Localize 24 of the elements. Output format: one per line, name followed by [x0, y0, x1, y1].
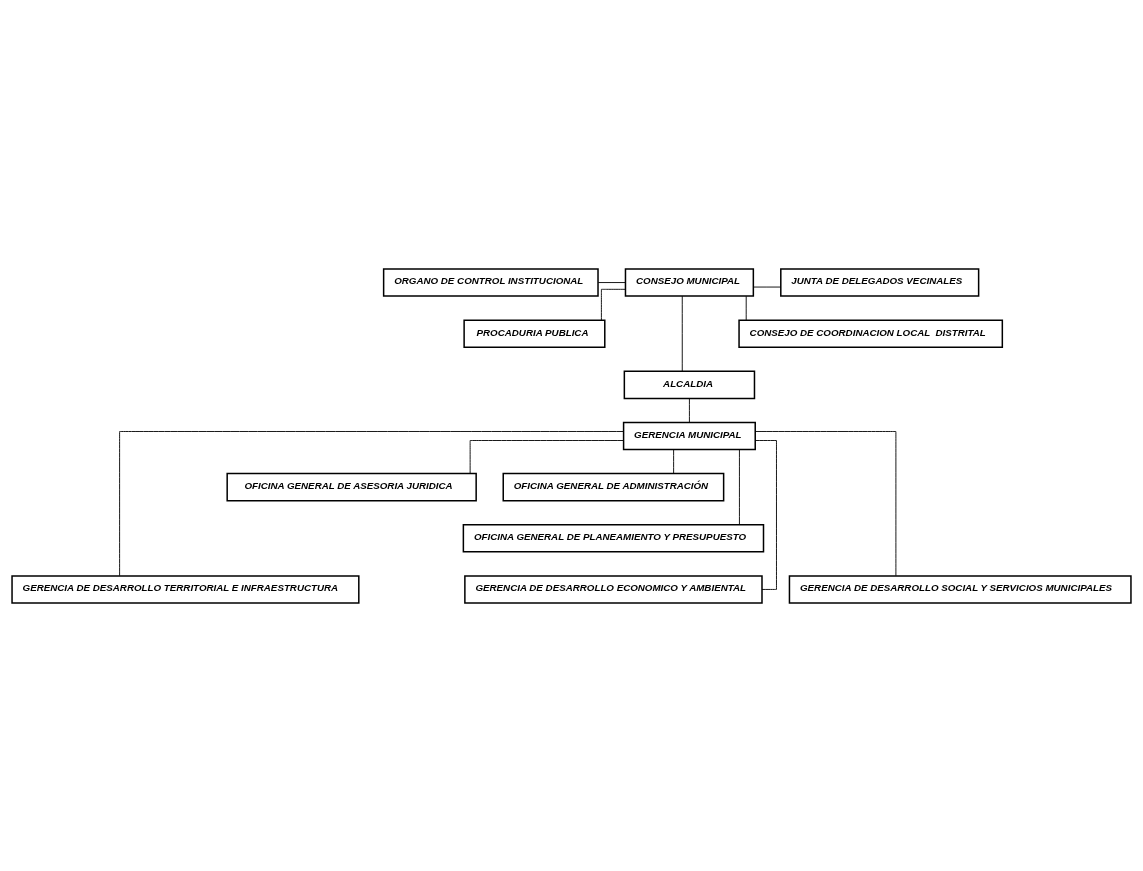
- connector: [119, 430, 624, 576]
- connector: [738, 448, 740, 525]
- connector: [673, 448, 675, 474]
- node-box: GERENCIA DE DESARROLLO TERRITORIAL E INFRAESTRUCTURA: [11, 574, 360, 604]
- node-box: ORGANO DE CONTROL INSTITUCIONAL: [382, 267, 599, 297]
- connector: [745, 295, 747, 320]
- node-box: OFICINA GENERAL DE PLANEAMIENTO Y PRESUPUESTO: [462, 523, 765, 553]
- connector: [688, 397, 690, 423]
- connector: [600, 288, 626, 321]
- node-box: CONSEJO MUNICIPAL: [624, 267, 755, 297]
- connector: [597, 281, 626, 283]
- node-box: JUNTA DE DELEGADOS VECINALES: [780, 267, 980, 297]
- node-box: ALCALDIA: [623, 370, 756, 399]
- node-box: PROCADURIA PUBLICA: [463, 318, 606, 348]
- connector: [469, 439, 624, 474]
- node-box: GERENCIA DE DESARROLLO ECONOMICO Y AMBIENTAL: [464, 574, 763, 604]
- connector: [753, 286, 782, 287]
- node-box: OFICINA GENERAL DE ASESORIA JURIDICA: [226, 472, 477, 501]
- node-box: GERENCIA MUNICIPAL: [622, 421, 756, 450]
- connector: [754, 430, 897, 576]
- node-box: OFICINA GENERAL DE ADMINISTRACIÓN: [502, 472, 725, 501]
- node-box: GERENCIA DE DESARROLLO SOCIAL Y SERVICIOS MUNICIPALES: [788, 574, 1132, 604]
- node-box: CONSEJO DE COORDINACION LOCAL DISTRITAL: [738, 318, 1004, 348]
- connector: [681, 295, 683, 372]
